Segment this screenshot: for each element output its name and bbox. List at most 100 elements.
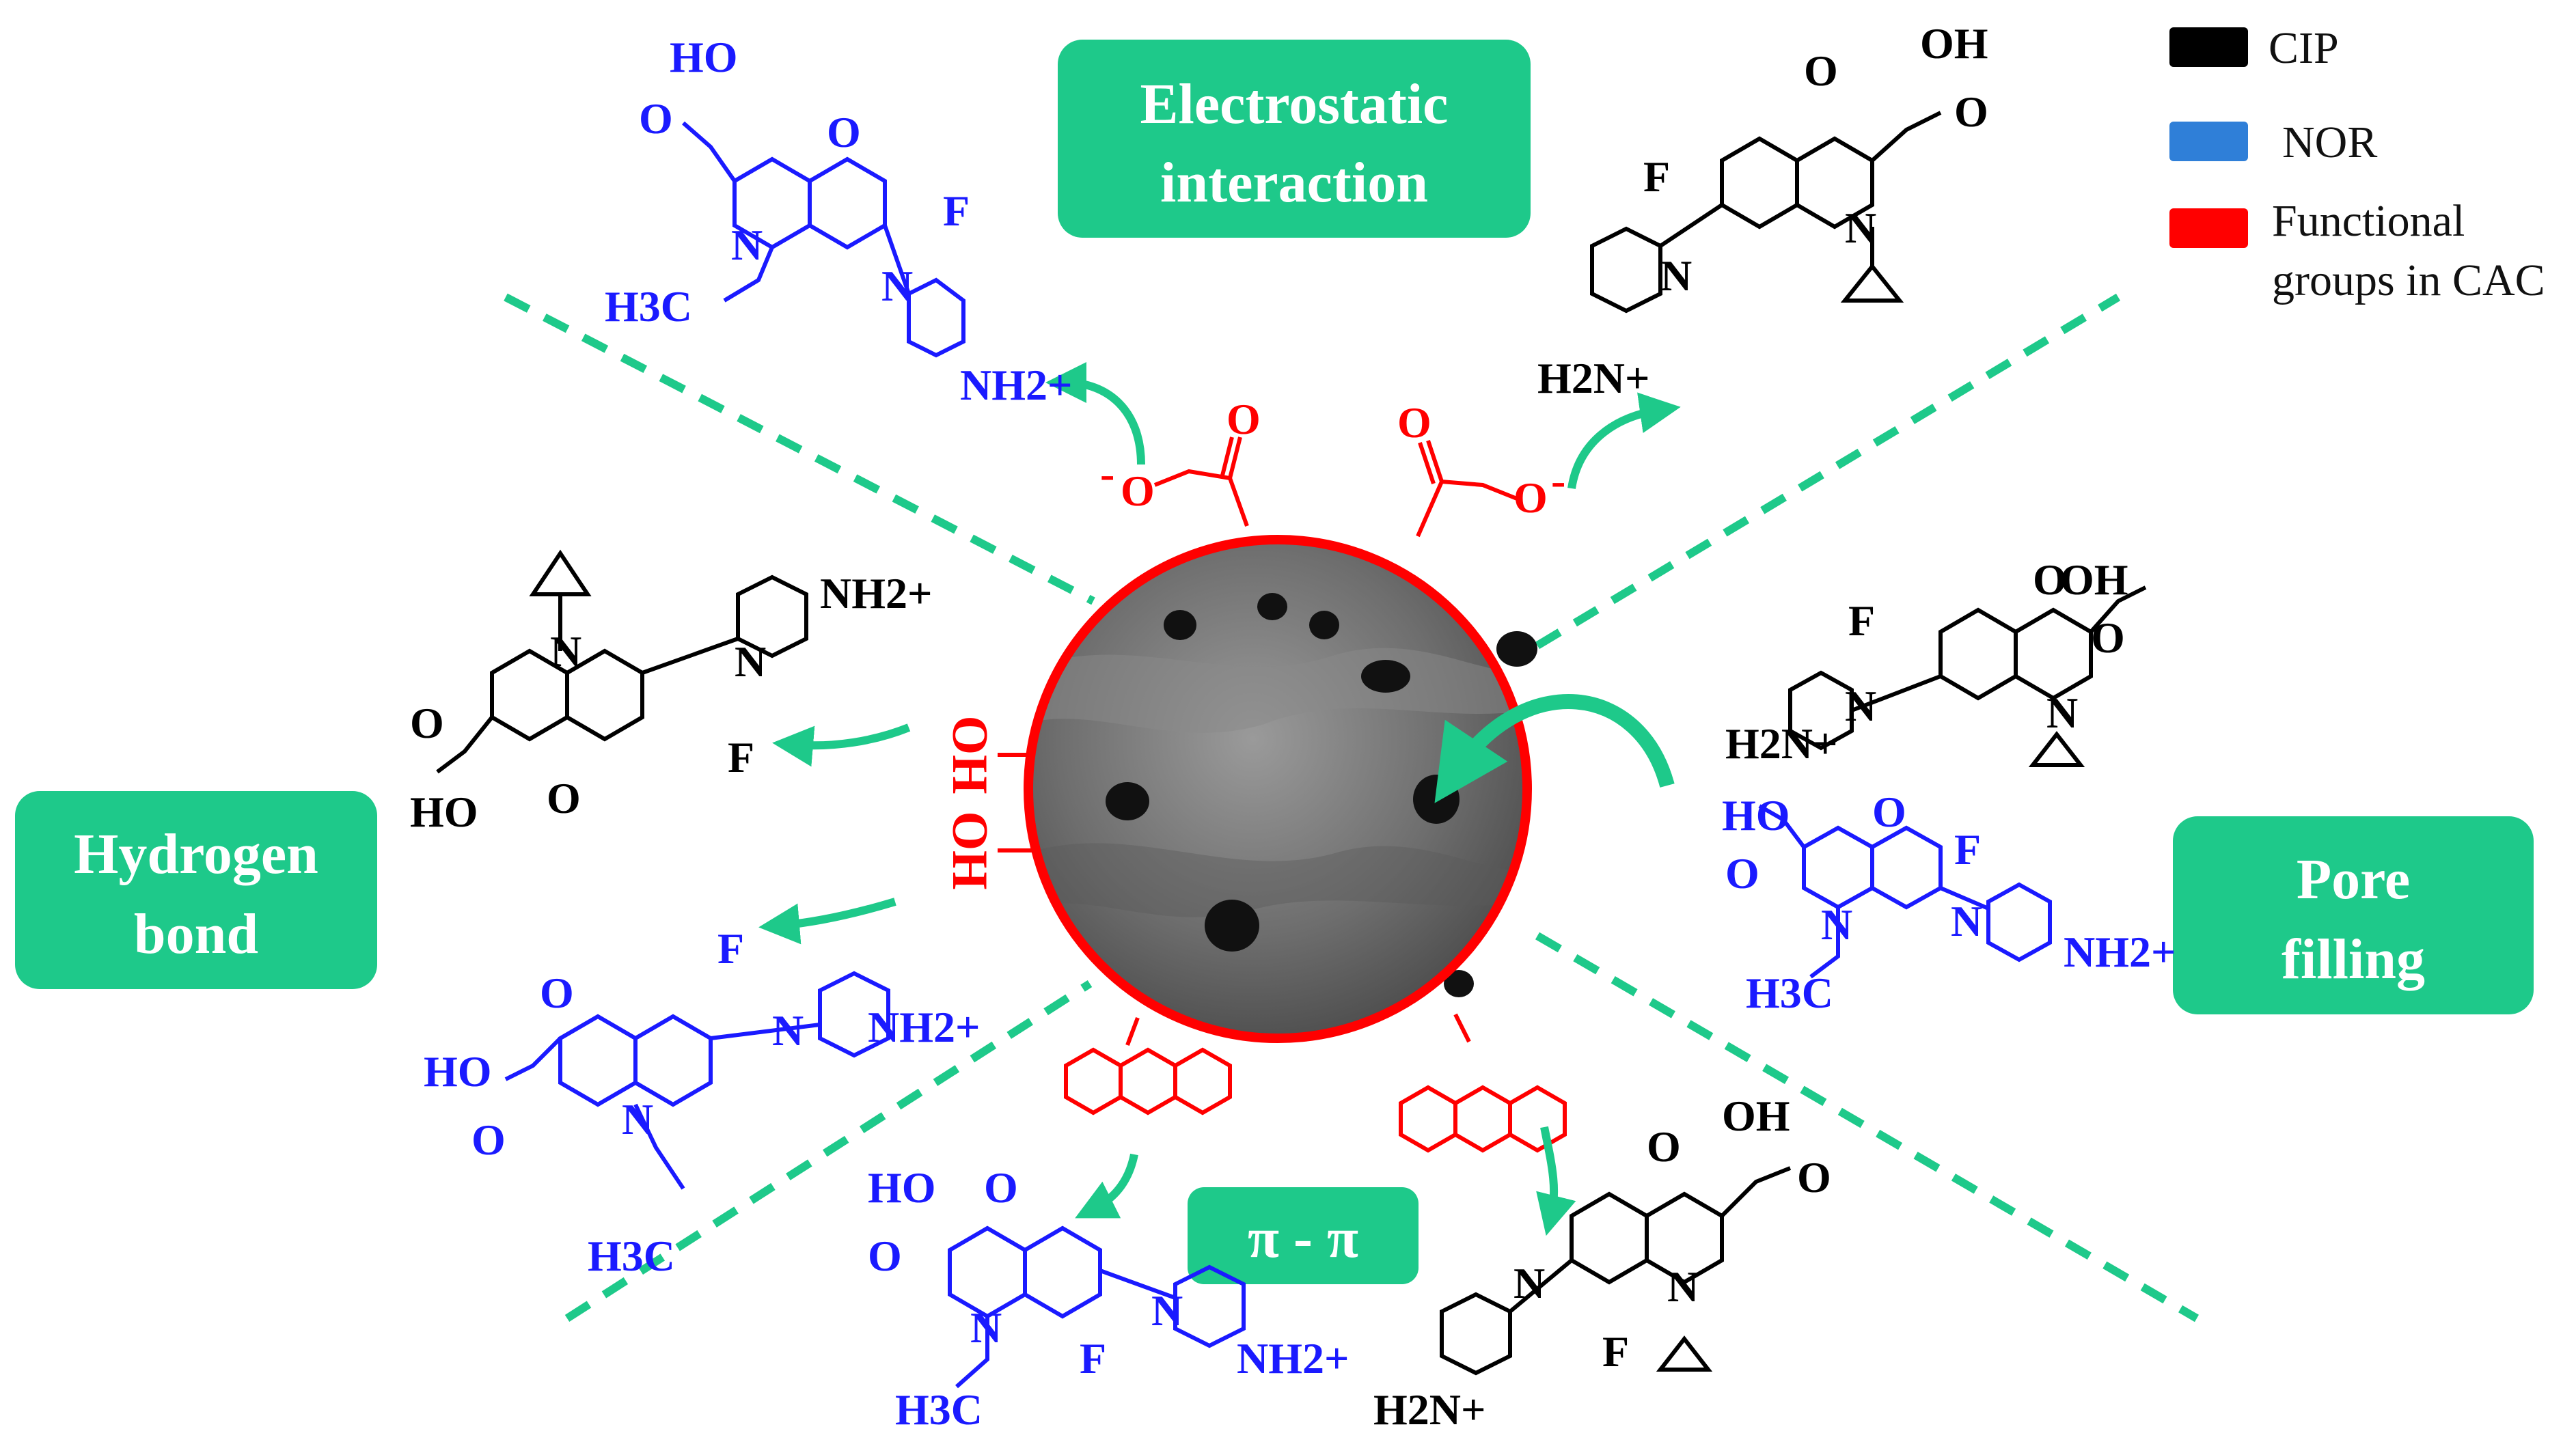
atom: O — [1872, 788, 1906, 836]
atom: H2N+ — [1725, 719, 1837, 768]
pore — [1205, 900, 1259, 952]
label-electrostatic: Electrostatic interaction — [1058, 40, 1531, 238]
hydroxyl-upper: OH — [942, 715, 998, 794]
separator-lower-left — [564, 980, 1093, 1322]
atom: HO — [1722, 791, 1790, 840]
atom: HO — [868, 1163, 936, 1212]
pore — [1164, 610, 1196, 640]
molecule-nor-top-left-atoms: HO O O F N N H3C NH2+ — [605, 33, 1072, 409]
atom: H2N+ — [1537, 354, 1649, 402]
molecule-nor-bottom — [948, 1225, 1246, 1389]
atom: O — [1797, 1153, 1831, 1202]
hydroxyl-lower: OH — [942, 811, 998, 889]
atom: H3C — [895, 1385, 983, 1434]
atom: O — [827, 108, 861, 156]
molecule-nor-bottom-atoms: HO O O N F N NH2+ H3C — [868, 1163, 1349, 1434]
atom: O — [2091, 613, 2125, 662]
atom: O — [410, 699, 444, 747]
interaction-arrows — [758, 362, 1681, 1236]
atom: F — [1080, 1334, 1106, 1383]
pore — [1257, 593, 1287, 620]
pore — [1309, 611, 1339, 639]
label-hydrogen-line2: bond — [134, 902, 258, 966]
atom: N — [970, 1303, 1002, 1352]
atom: HO — [410, 788, 478, 836]
atom: F — [717, 924, 744, 973]
molecule-nor-left — [504, 971, 890, 1190]
atom: OH — [1722, 1092, 1790, 1140]
atom: N — [1845, 682, 1876, 730]
functional-groups — [998, 436, 1518, 1046]
atom: N — [772, 1006, 804, 1055]
atom: H2N+ — [1373, 1385, 1485, 1434]
atom: N — [622, 1095, 653, 1143]
separator-lower-right — [1535, 932, 2200, 1322]
atom: O — [1647, 1122, 1681, 1171]
molecule-nor-top-left — [682, 121, 965, 358]
label-pore-filling: Pore filling — [2173, 816, 2534, 1014]
atom: H3C — [605, 282, 692, 331]
atom: OH — [1920, 19, 1988, 68]
atom: NH2+ — [868, 1003, 980, 1051]
carboxylate-left-o: O — [1227, 395, 1261, 443]
atom: O — [984, 1163, 1018, 1212]
atom: N — [735, 637, 766, 686]
atom: NH2+ — [820, 569, 932, 618]
label-hydrogen-line1: Hydrogen — [74, 822, 318, 886]
anthracene-left — [1064, 1047, 1232, 1115]
arrow-electrostatic-left — [1045, 362, 1145, 465]
atom: N — [731, 221, 763, 269]
carbon-particle — [1024, 535, 1675, 1043]
atom: N — [1951, 897, 1982, 945]
atom: H3C — [1746, 969, 1833, 1017]
molecule-nor-right — [1758, 804, 2052, 979]
atom: N — [1660, 251, 1692, 300]
carboxylate-left-bond — [1153, 469, 1249, 527]
molecule-nor-left-atoms: F O HO O N N NH2+ H3C — [424, 924, 980, 1280]
legend: CIP NOR Functional groups in CAC — [2169, 23, 2545, 305]
pore — [1106, 782, 1149, 820]
atom: O — [639, 94, 673, 143]
atom: N — [2046, 689, 2078, 737]
atom: F — [1643, 152, 1670, 201]
atom: N — [1845, 204, 1876, 252]
molecule-cip-top-right-atoms: O OH O F N N H2N+ — [1537, 19, 1988, 402]
molecule-cip-left-atoms: N N NH2+ O HO O F — [410, 569, 932, 836]
pore — [1496, 631, 1537, 667]
separator-upper-right — [1535, 293, 2121, 650]
separator-upper-left — [504, 293, 1095, 605]
anthracene-right — [1399, 1085, 1567, 1153]
atom: F — [943, 186, 970, 235]
label-pi-pi: π - π — [1188, 1187, 1419, 1284]
atom: O — [1725, 849, 1759, 898]
legend-label-functional-2: groups in CAC — [2272, 255, 2545, 305]
arrow-electrostatic-right — [1567, 392, 1681, 489]
carboxylate-right-o: O — [1397, 398, 1431, 447]
molecule-cip-top-right — [1590, 111, 1942, 314]
legend-label-cip: CIP — [2269, 23, 2339, 73]
atom: N — [881, 262, 913, 310]
label-pipi-text: π - π — [1248, 1206, 1358, 1270]
atom: O — [1954, 87, 1988, 136]
atom: NH2+ — [960, 361, 1072, 409]
atom: N — [1821, 900, 1852, 949]
pore — [1361, 660, 1410, 693]
label-electrostatic-line1: Electrostatic — [1140, 72, 1449, 136]
carboxylate-right-bond — [1416, 479, 1518, 538]
pore — [1444, 970, 1474, 997]
molecule-cip-bottom — [1440, 1166, 1792, 1376]
pore — [1413, 775, 1460, 824]
atom: NH2+ — [1237, 1334, 1349, 1383]
atom: N — [550, 627, 581, 676]
atom: O — [540, 969, 574, 1017]
carboxylate-right-charge: - — [1551, 456, 1565, 505]
atom: NH2+ — [2064, 928, 2176, 976]
molecule-cip-right — [1788, 585, 2147, 767]
legend-label-nor: NOR — [2282, 117, 2377, 167]
legend-swatch-cip — [2169, 27, 2248, 67]
functional-group-labels: O O - O O - OH OH — [942, 395, 1565, 890]
legend-swatch-nor — [2169, 122, 2248, 161]
atom: N — [1151, 1286, 1183, 1335]
atom: O — [471, 1115, 506, 1164]
